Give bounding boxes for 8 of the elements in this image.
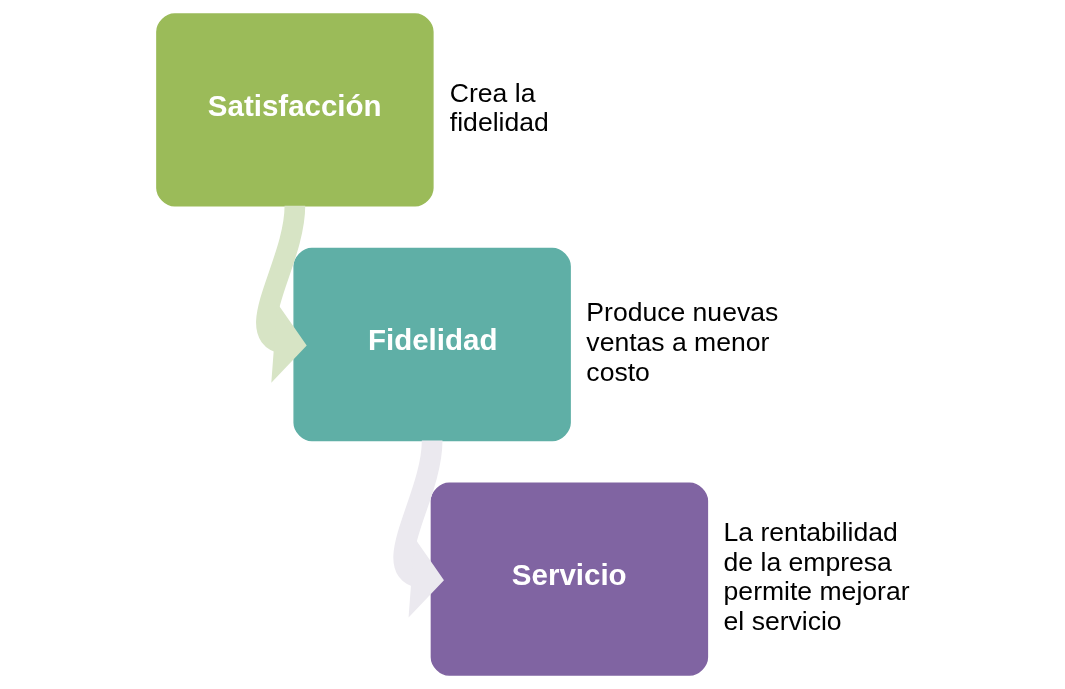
node-box: Satisfacción — [156, 13, 434, 207]
node-label: Produce nuevas ventas a menor costo — [586, 297, 779, 387]
arrow — [256, 205, 307, 383]
arrow — [393, 439, 444, 618]
node-box: Servicio — [430, 482, 709, 676]
node-box: Fidelidad — [293, 247, 571, 442]
node-label: La rentabilidad de la empresa permite mejorar el servicio — [723, 517, 910, 636]
node-label: Crea la fidelidad — [449, 77, 549, 138]
